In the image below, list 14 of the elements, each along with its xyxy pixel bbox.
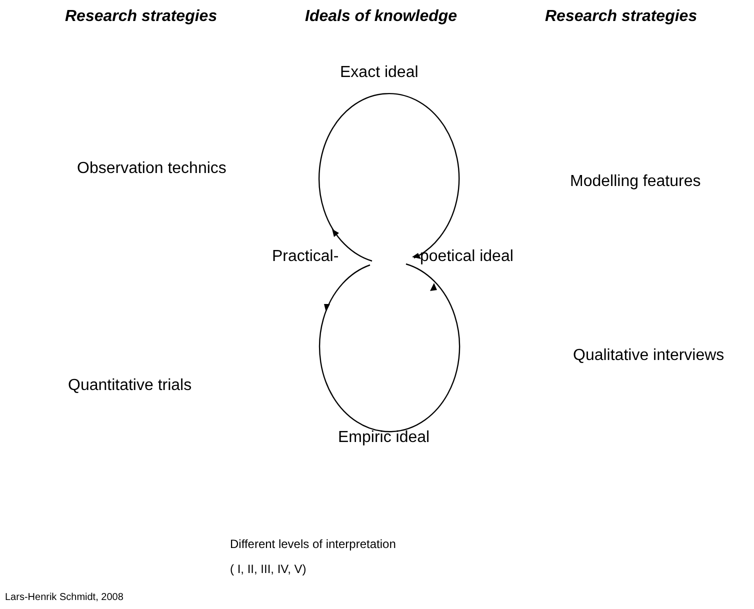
text-label: Practical- — [272, 248, 339, 266]
note-text: ( I, II, III, IV, V) — [230, 563, 306, 577]
note-text: Different levels of interpretation — [230, 538, 396, 552]
text-label: Qualitative interviews — [573, 347, 724, 366]
text-label: Empiric ideal — [338, 429, 430, 448]
text-label: Observation technics — [77, 160, 226, 178]
text-label: Modelling features — [570, 173, 701, 192]
author-credit: Lars-Henrik Schmidt, 2008 — [5, 592, 124, 604]
column-heading: Ideals of knowledge — [305, 8, 458, 26]
column-heading: Research strategies — [65, 8, 218, 26]
text-label: Exact ideal — [340, 64, 418, 82]
column-heading: Research strategies — [545, 8, 698, 26]
text-label: Quantitative trials — [68, 377, 192, 396]
text-label: poetical ideal — [420, 248, 514, 266]
